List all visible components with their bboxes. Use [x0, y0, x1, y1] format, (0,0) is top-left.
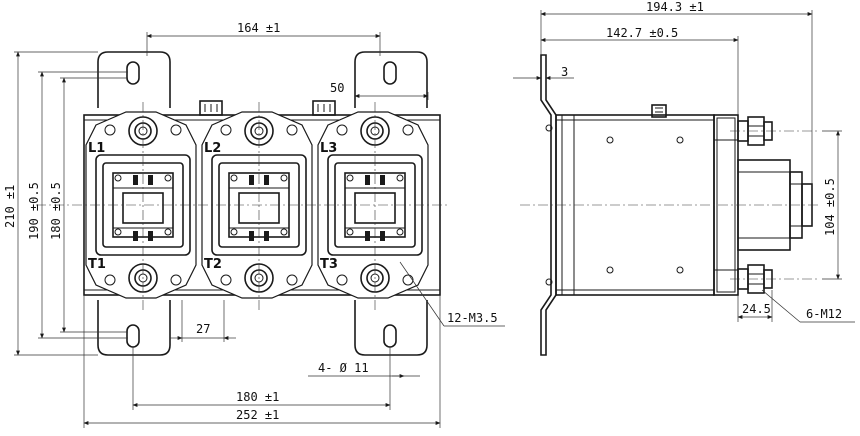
dim-height-190: 190 ±0.5 [27, 182, 41, 240]
front-dimensions: 164 ±1 50 210 ±1 190 ±0.5 180 ±0.5 27 4-… [3, 21, 505, 428]
terminal-label-l3: L3 [320, 141, 337, 156]
terminal-label-l2: L2 [204, 141, 221, 156]
aux-terminal [651, 104, 667, 118]
mount-hole-top-left [126, 61, 140, 85]
front-view: L1 L2 L3 T1 T2 T3 [36, 51, 448, 356]
dim-holes: 4- Ø 11 [318, 361, 369, 375]
dim-thickness-3: 3 [561, 65, 568, 79]
mount-tab-bottom-left [97, 300, 171, 356]
terminal-label-t1: T1 [88, 257, 106, 272]
mounting-bracket [540, 54, 557, 356]
dim-offset-27: 27 [196, 322, 210, 336]
mount-hole-top-right [383, 61, 397, 85]
dim-screws: 12-M3.5 [447, 311, 498, 325]
terminal-label-t3: T3 [320, 257, 338, 272]
dim-width-164: 164 ±1 [237, 21, 280, 35]
terminal-label-t2: T2 [204, 257, 222, 272]
mount-tab-top-left [97, 51, 171, 108]
dim-width-180: 180 ±1 [236, 390, 279, 404]
dim-width-252: 252 ±1 [236, 408, 279, 422]
dim-depth-142: 142.7 ±0.5 [606, 26, 678, 40]
terminal-label-l1: L1 [88, 141, 105, 156]
mount-tab-bottom-right [354, 300, 428, 356]
connector-block-left [199, 100, 223, 116]
mount-tab-top-right [354, 51, 428, 108]
dim-studs: 6-M12 [806, 307, 842, 321]
dim-pitch-104: 104 ±0.5 [823, 178, 837, 236]
dim-tab-50: 50 [330, 81, 344, 95]
side-view: 3 [513, 54, 820, 356]
dim-depth-194: 194.3 ±1 [646, 0, 704, 14]
dim-height-180: 180 ±0.5 [49, 182, 63, 240]
mount-hole-bottom-right [383, 324, 397, 348]
dim-height-210: 210 ±1 [3, 185, 17, 228]
connector-block-right [312, 100, 336, 116]
mount-hole-bottom-left [126, 324, 140, 348]
dim-offset-24: 24.5 [742, 302, 771, 316]
side-dimensions: 194.3 ±1 142.7 ±0.5 104 ±0.5 24.5 6-M12 [540, 0, 855, 323]
